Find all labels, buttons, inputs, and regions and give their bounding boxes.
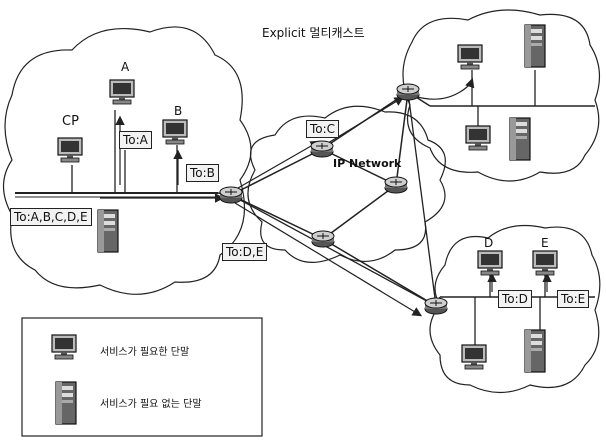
tag-to-a: To:A bbox=[119, 131, 152, 149]
router-icon bbox=[311, 141, 333, 157]
tag-to-e: To:E bbox=[557, 290, 589, 308]
host-label-a: A bbox=[121, 60, 129, 74]
top-right-cloud bbox=[403, 10, 600, 181]
legend-terminal-icon bbox=[52, 335, 76, 359]
terminal-icon bbox=[462, 345, 486, 369]
host-e-terminal-icon bbox=[533, 251, 557, 275]
legend-no-service-label: 서비스가 필요 없는 단말 bbox=[100, 395, 202, 410]
host-a-terminal-icon bbox=[110, 80, 134, 104]
router-icon bbox=[385, 177, 407, 193]
server-icon bbox=[525, 25, 545, 67]
router-icon bbox=[220, 187, 242, 203]
host-b-terminal-icon bbox=[163, 120, 187, 144]
tag-to-b: To:B bbox=[186, 164, 219, 182]
tag-to-de: To:D,E bbox=[222, 243, 267, 261]
terminal-icon bbox=[458, 45, 482, 69]
host-label-e: E bbox=[541, 236, 549, 250]
cp-terminal-icon bbox=[58, 138, 82, 162]
host-d-terminal-icon bbox=[478, 251, 502, 275]
host-label-b: B bbox=[174, 104, 182, 118]
server-icon bbox=[510, 118, 530, 160]
tag-to-all: To:A,B,C,D,E bbox=[10, 208, 92, 226]
terminal-icon bbox=[466, 126, 490, 150]
bottom-right-cloud bbox=[430, 226, 600, 393]
diagram-title: Explicit 멀티캐스트 bbox=[262, 24, 365, 41]
tag-to-d: To:D bbox=[498, 290, 532, 308]
host-label-d: D bbox=[484, 236, 493, 250]
legend-needs-service-label: 서비스가 필요한 단말 bbox=[100, 343, 189, 358]
router-icon bbox=[312, 231, 334, 247]
server-icon bbox=[98, 210, 118, 252]
host-label-cp: CP bbox=[62, 114, 79, 129]
router-icon bbox=[425, 298, 447, 314]
ip-network-cloud bbox=[248, 106, 445, 262]
ip-network-label: IP Network bbox=[333, 157, 401, 170]
router-icon bbox=[397, 84, 419, 100]
legend-server-icon bbox=[56, 382, 76, 424]
tag-to-c: To:C bbox=[306, 120, 339, 138]
server-icon bbox=[525, 330, 545, 372]
